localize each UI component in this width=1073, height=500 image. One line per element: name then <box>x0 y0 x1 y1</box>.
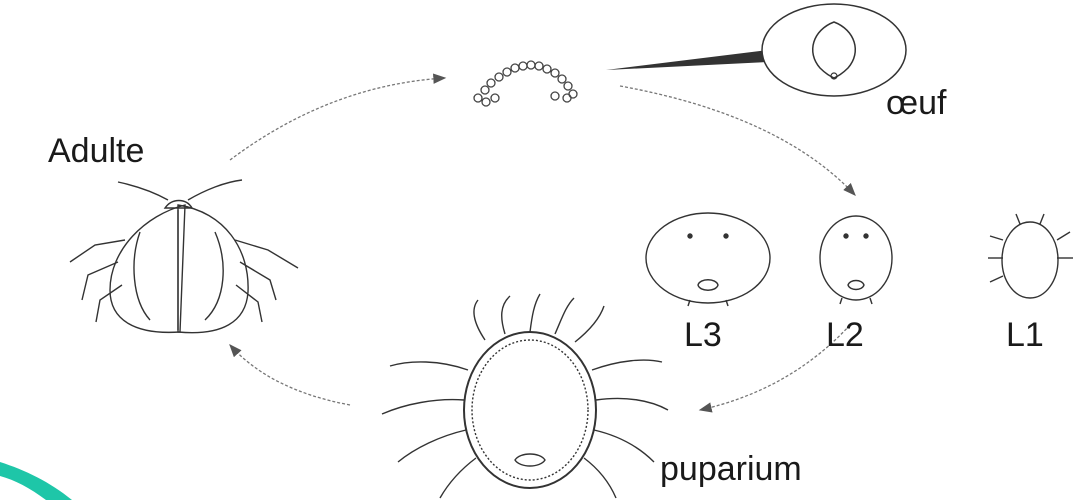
magnifier-wedge <box>606 50 768 70</box>
corner-accent <box>0 462 72 500</box>
larva-l3 <box>646 213 770 306</box>
arrow-adult-to-egg <box>230 78 445 160</box>
label-egg: œuf <box>886 86 946 120</box>
label-l1: L1 <box>1006 318 1044 352</box>
arrow-puparium-to-adult <box>230 345 350 405</box>
label-l2: L2 <box>826 318 864 352</box>
label-adult: Adulte <box>48 134 144 168</box>
larva-l1 <box>988 214 1073 298</box>
puparium <box>382 294 668 498</box>
label-l3: L3 <box>684 318 722 352</box>
arrow-egg-to-larva <box>620 86 855 195</box>
egg-cluster <box>474 61 577 106</box>
label-puparium: puparium <box>660 452 802 486</box>
larva-l2 <box>820 216 892 304</box>
adult-insect <box>70 180 298 333</box>
egg-closeup-frame <box>762 4 906 96</box>
